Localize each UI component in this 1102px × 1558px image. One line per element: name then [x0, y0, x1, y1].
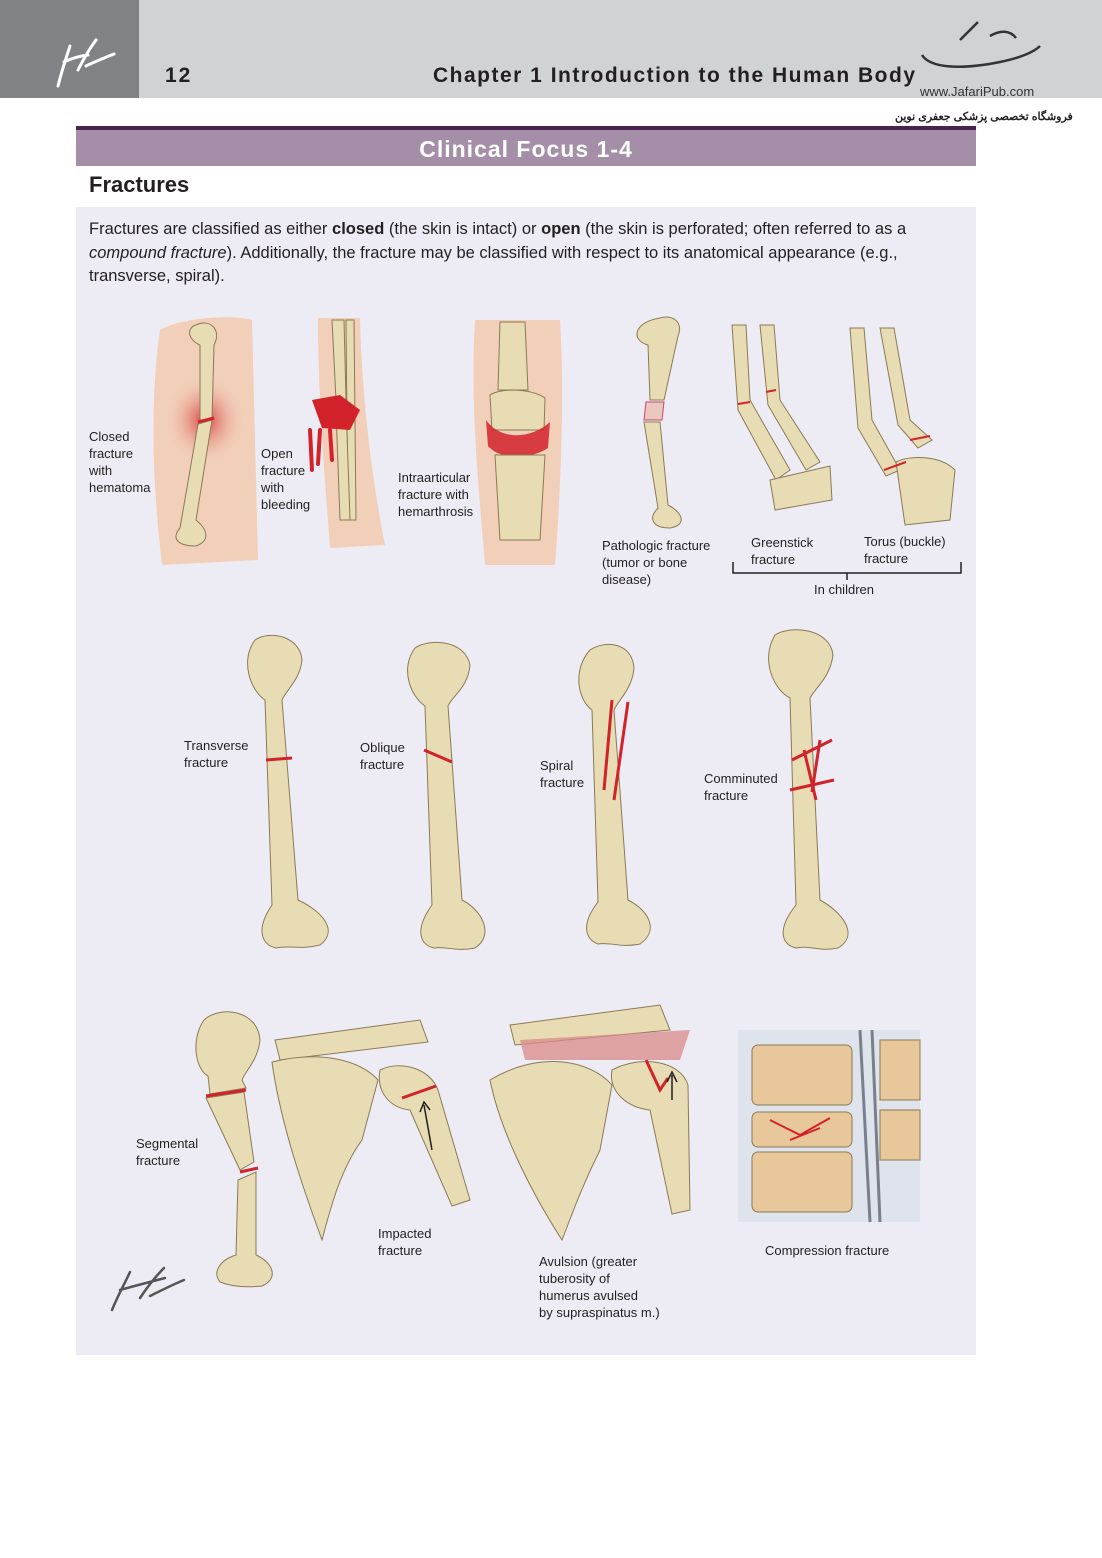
clinical-focus-banner: Clinical Focus 1-4 — [76, 126, 976, 166]
label-segmental-fracture: Segmental fracture — [136, 1136, 199, 1168]
label-transverse-fracture: Transverse fracture — [184, 738, 249, 770]
label-torus-fracture: Torus (buckle) fracture — [864, 534, 946, 566]
header-band — [0, 0, 1102, 98]
in-children-bracket — [732, 562, 962, 580]
label-intraarticular-fracture: Intraarticular fracture with hemarthrosi… — [398, 470, 474, 519]
open-fracture-illustration — [308, 318, 385, 548]
clinical-focus-title: Clinical Focus 1-4 — [419, 136, 633, 162]
chapter-title: Chapter 1 Introduction to the Human Body — [433, 64, 917, 87]
section-title: Fractures — [89, 172, 190, 197]
netter-logo-tab — [0, 0, 139, 98]
avulsion-fracture-illustration — [489, 1004, 691, 1242]
label-in-children: In children — [814, 582, 874, 597]
segmental-fracture-illustration — [195, 1011, 273, 1288]
label-oblique-fracture: Oblique fracture — [360, 740, 405, 772]
intro-text-1: Fractures are classified as either — [89, 220, 333, 238]
pathologic-fracture-illustration — [636, 316, 682, 529]
impacted-fracture-illustration — [271, 1019, 471, 1242]
compression-fracture-illustration — [738, 1029, 921, 1223]
intro-text-2: (the skin is intact) or — [384, 220, 542, 238]
label-compression-fracture: Compression fracture — [765, 1243, 890, 1258]
label-greenstick-fracture: Greenstick fracture — [751, 535, 814, 567]
label-spiral-fracture: Spiral fracture — [540, 758, 585, 790]
watermark-shop-name: فروشگاه تخصصی پزشکی جعفری نوین — [895, 111, 1073, 123]
oblique-fracture-illustration — [407, 641, 486, 950]
netter-signature-icon — [56, 38, 116, 88]
page-number: 12 — [165, 64, 193, 87]
torus-fracture-illustration — [849, 327, 956, 526]
intro-open-term: open — [541, 220, 581, 238]
label-comminuted-fracture: Comminuted fracture — [704, 771, 778, 803]
label-impacted-fracture: Impacted fracture — [378, 1226, 432, 1258]
spiral-fracture-illustration — [578, 643, 651, 946]
comminuted-fracture-illustration — [768, 629, 849, 950]
intro-paragraph: Fractures are classified as either close… — [89, 218, 969, 289]
label-closed-fracture: Closed fracture with hematoma — [89, 429, 151, 495]
intro-text-3: (the skin is perforated; often referred … — [580, 220, 907, 238]
intraarticular-fracture-illustration — [473, 320, 563, 565]
label-avulsion-fracture: Avulsion (greater tuberosity of humerus … — [539, 1254, 660, 1320]
transverse-fracture-illustration — [247, 634, 329, 949]
watermark-url: www.JafariPub.com — [920, 84, 1035, 99]
label-pathologic-fracture: Pathologic fracture (tumor or bone disea… — [602, 538, 711, 587]
intro-closed-term: closed — [332, 220, 385, 238]
closed-fracture-illustration — [153, 317, 258, 565]
intro-text-4: ). Additionally, the fracture may be cla… — [89, 243, 898, 286]
greenstick-fracture-illustration — [731, 324, 833, 511]
netter-signature-icon — [110, 1266, 186, 1312]
label-open-fracture: Open fracture with bleeding — [261, 446, 311, 512]
intro-compound-term: compound fracture — [89, 243, 227, 262]
